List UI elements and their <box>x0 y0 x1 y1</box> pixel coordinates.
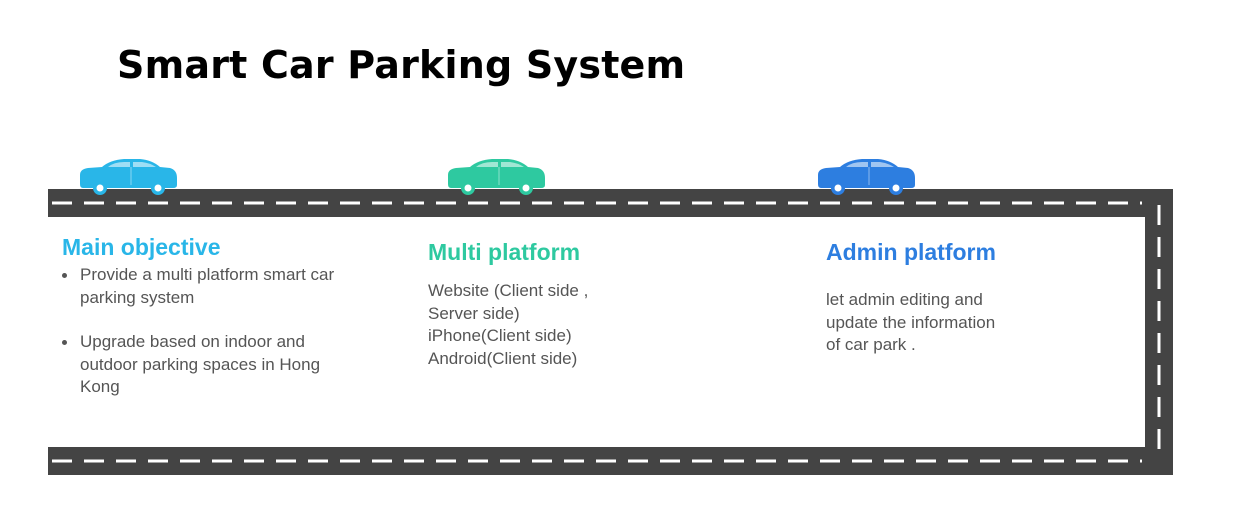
page-title: Smart Car Parking System <box>117 43 686 87</box>
text-line: Android(Client side) <box>428 348 578 368</box>
text-line: Website (Client side , <box>428 281 589 300</box>
multi-platform-section: Multi platform Website (Client side , Se… <box>428 238 688 370</box>
text-line: Server side) <box>428 303 520 323</box>
main-objective-list: Provide a multi platform smart car parki… <box>62 264 362 399</box>
list-item: Upgrade based on indoor and outdoor park… <box>62 331 362 399</box>
text-line: iPhone(Client side) <box>428 326 572 345</box>
text-line: of car park . <box>826 335 916 354</box>
list-item-text: Upgrade based on indoor and outdoor park… <box>80 332 321 396</box>
main-objective-section: Main objective Provide a multi platform … <box>62 233 362 421</box>
admin-platform-lines: let admin editing and update the informa… <box>826 289 1086 357</box>
admin-platform-section: Admin platform let admin editing and upd… <box>826 238 1086 357</box>
right-road <box>1145 189 1173 475</box>
admin-platform-heading: Admin platform <box>826 239 996 265</box>
text-line: let admin editing and <box>826 290 983 309</box>
main-objective-heading: Main objective <box>62 234 221 260</box>
multi-platform-lines: Website (Client side , Server side) iPho… <box>428 280 688 370</box>
multi-platform-heading: Multi platform <box>428 239 581 265</box>
list-item: Provide a multi platform smart car parki… <box>62 264 362 309</box>
list-item-text: Provide a multi platform smart car parki… <box>80 265 335 307</box>
text-line: update the information <box>826 312 996 332</box>
